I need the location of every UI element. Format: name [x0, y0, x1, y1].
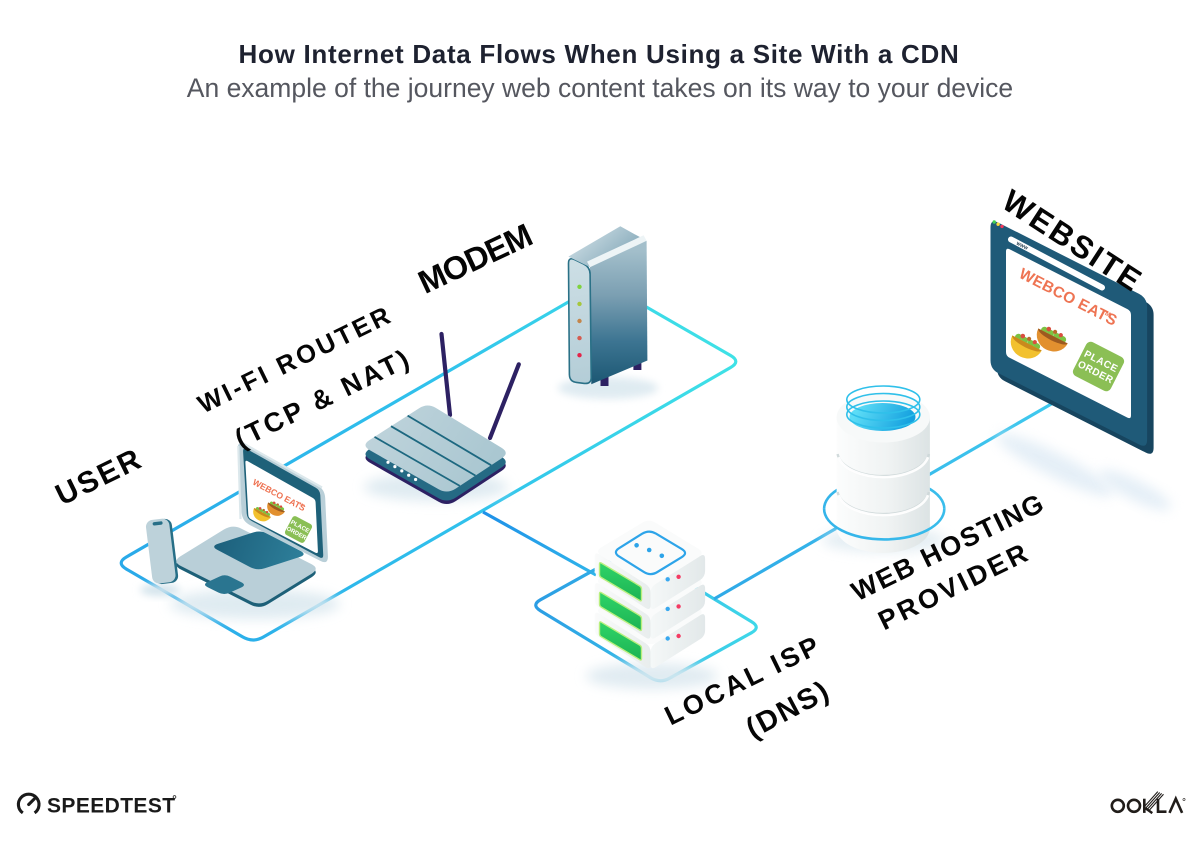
svg-text:TM: TM	[298, 502, 304, 508]
svg-text:TM: TM	[1100, 308, 1112, 319]
svg-text:SPEEDTEST: SPEEDTEST	[47, 795, 175, 818]
svg-text:How Internet Data Flows When U: How Internet Data Flows When Using a Sit…	[239, 39, 960, 69]
svg-text:WWW: WWW	[1016, 241, 1030, 251]
svg-text:An example of the journey web: An example of the journey web content ta…	[187, 73, 1013, 103]
